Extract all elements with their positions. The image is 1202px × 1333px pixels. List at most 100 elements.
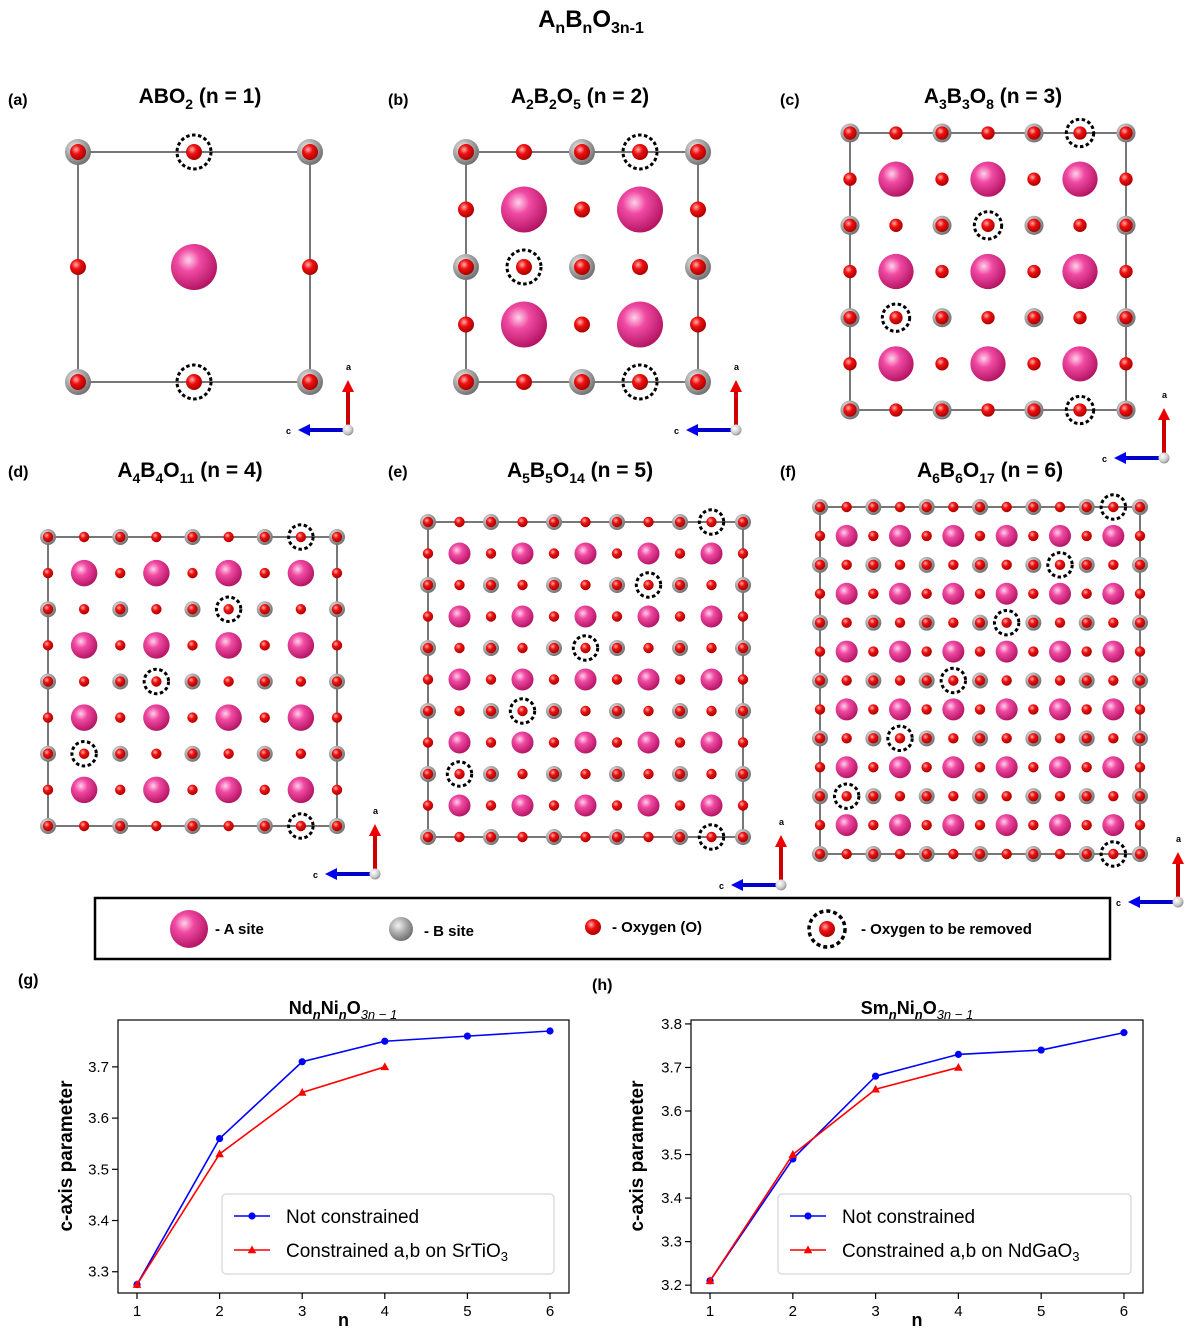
oxygen-atom xyxy=(814,559,826,571)
panel-title: A2B2O5 (n = 2) xyxy=(511,85,649,112)
figure-title-sub-3n1: 3n-1 xyxy=(611,20,644,37)
oxygen-atom xyxy=(1028,733,1039,744)
oxygen-atom xyxy=(1081,733,1092,744)
oxygen-atom xyxy=(611,705,623,717)
oxygen-atom xyxy=(981,311,995,325)
a-site-atom xyxy=(835,756,858,779)
oxygen-atom xyxy=(921,501,932,513)
oxygen-atom xyxy=(295,820,307,832)
oxygen-atom xyxy=(1119,218,1133,232)
oxygen-atom xyxy=(78,676,90,687)
oxygen-atom xyxy=(974,675,986,686)
data-point xyxy=(954,1050,962,1058)
a-site-atom xyxy=(448,794,471,817)
panel-title-text: A xyxy=(117,459,132,482)
oxygen-atom xyxy=(921,559,932,571)
a-site-atom xyxy=(1049,582,1071,605)
oxygen-atom xyxy=(894,501,906,513)
oxygen-atom xyxy=(1001,617,1012,628)
oxygen-atom xyxy=(935,126,949,140)
oxygen-atom xyxy=(186,144,202,160)
x-axis-label: n xyxy=(912,1310,923,1330)
oxygen-atom xyxy=(1054,675,1066,686)
a-site-atom xyxy=(995,698,1018,721)
oxygen-atom xyxy=(516,144,532,160)
oxygen-atom xyxy=(894,617,906,628)
x-tick-label: 3 xyxy=(871,1303,879,1320)
oxygen-atom xyxy=(115,748,126,759)
oxygen-atom xyxy=(921,588,932,599)
oxygen-atom xyxy=(42,567,54,579)
data-point xyxy=(872,1072,880,1080)
oxygen-atom xyxy=(151,531,162,543)
chart-title-part: n xyxy=(889,1007,897,1022)
a-axis-label: a xyxy=(1176,834,1182,844)
a-site-atom xyxy=(143,632,170,659)
oxygen-atom xyxy=(974,530,986,542)
oxygen-atom xyxy=(841,675,852,686)
removed-oxygen-ring xyxy=(287,523,315,551)
a-axis-arrow-head xyxy=(1172,852,1184,864)
removed-oxygen-ring xyxy=(1064,394,1096,426)
oxygen-atom xyxy=(151,748,162,759)
axis-origin xyxy=(342,424,354,436)
oxygen-atom xyxy=(1027,403,1041,417)
oxygen-atom xyxy=(611,831,623,843)
oxygen-atom xyxy=(674,516,686,528)
oxygen-atom xyxy=(1027,311,1041,325)
y-tick-label: 3.4 xyxy=(661,1190,682,1207)
data-point xyxy=(132,1280,142,1288)
oxygen-atom xyxy=(690,259,706,275)
oxygen-atom xyxy=(737,674,749,685)
data-point xyxy=(381,1037,389,1045)
oxygen-atom xyxy=(1119,403,1133,417)
oxygen-atom xyxy=(485,579,497,591)
oxygen-atom xyxy=(259,604,270,615)
panel-title: A6B6O17 (n = 6) xyxy=(917,459,1063,486)
oxygen-atom xyxy=(843,403,857,417)
oxygen-atom xyxy=(70,374,86,390)
a-site-atom xyxy=(1102,582,1125,605)
oxygen-atom xyxy=(548,831,560,843)
a-site-atom xyxy=(511,794,534,817)
a-site-atom xyxy=(878,346,914,382)
removed-oxygen-ring xyxy=(175,133,213,171)
oxygen-atom xyxy=(1028,704,1039,715)
oxygen-atom xyxy=(1028,646,1039,657)
oxygen-atom xyxy=(1134,617,1146,628)
x-tick-label: 3 xyxy=(298,1303,306,1320)
oxygen-atom xyxy=(706,516,717,528)
oxygen-atom xyxy=(42,712,54,723)
y-tick-label: 3.4 xyxy=(88,1213,109,1230)
oxygen-atom xyxy=(422,516,434,528)
removed-oxygen-ring xyxy=(880,302,912,333)
oxygen-atom xyxy=(1134,501,1146,513)
panel-title-subscript: 4 xyxy=(132,470,140,486)
oxygen-atom xyxy=(843,264,857,279)
oxygen-atom xyxy=(611,579,623,591)
oxygen-atom xyxy=(454,831,465,843)
oxygen-atom xyxy=(223,748,234,759)
oxygen-atom xyxy=(1028,790,1039,802)
panel-title-subscript: 11 xyxy=(180,470,195,486)
oxygen-atom xyxy=(706,705,717,717)
oxygen-atom xyxy=(422,579,434,591)
oxygen-atom xyxy=(921,848,932,860)
x-tick-label: 2 xyxy=(789,1303,797,1320)
a-site-atom xyxy=(215,776,242,804)
oxygen-atom xyxy=(611,768,623,780)
a-site-atom xyxy=(889,582,911,605)
oxygen-atom xyxy=(814,819,826,831)
panel-title-text: B xyxy=(947,85,962,108)
oxygen-atom xyxy=(1108,848,1119,860)
oxygen-atom xyxy=(295,604,307,615)
chart-title-part: Sm xyxy=(861,998,889,1018)
oxygen-atom xyxy=(186,374,202,390)
legend-oxygen: - Oxygen (O) xyxy=(612,919,702,936)
oxygen-atom xyxy=(331,820,343,832)
oxygen-atom xyxy=(935,264,949,279)
a-site-atom xyxy=(835,698,858,721)
oxygen-atom xyxy=(814,617,826,628)
oxygen-atom xyxy=(1001,559,1012,571)
